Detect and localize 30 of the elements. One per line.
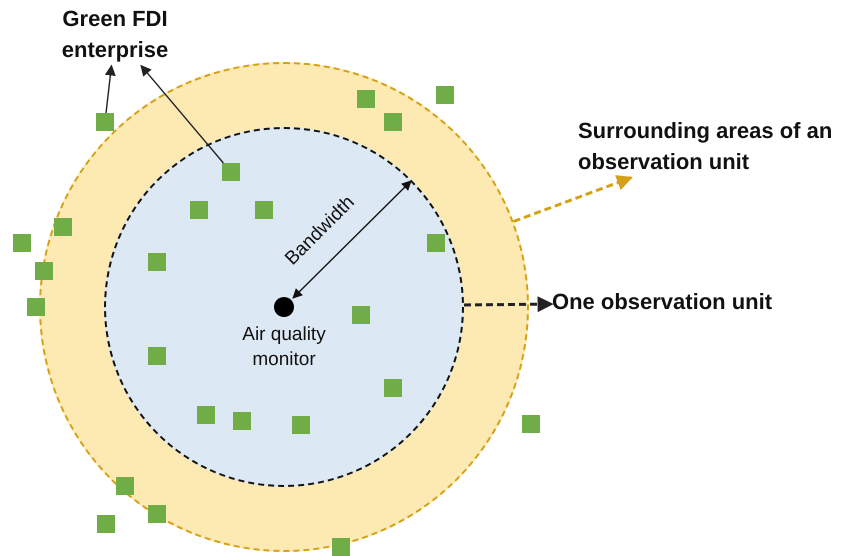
- enterprise-marker: [116, 477, 134, 495]
- monitor-dot: [274, 297, 294, 317]
- enterprise-marker: [357, 90, 375, 108]
- enterprise-marker: [233, 412, 251, 430]
- callout-text: One observation unit: [552, 287, 847, 318]
- enterprise-marker: [148, 347, 166, 365]
- enterprise-marker: [427, 234, 445, 252]
- enterprise-marker: [222, 163, 240, 181]
- enterprise-marker: [384, 379, 402, 397]
- callout-text: Surrounding areas of an observation unit: [578, 116, 850, 178]
- leader-arrow: [140, 64, 224, 164]
- block-arrow: [464, 296, 554, 312]
- leader-arrow: [104, 64, 116, 114]
- enterprise-marker: [197, 406, 215, 424]
- enterprise-marker: [522, 415, 540, 433]
- enterprise-marker: [352, 306, 370, 324]
- enterprise-marker: [292, 416, 310, 434]
- node-caption: Air quality monitor: [241, 323, 327, 372]
- enterprise-marker: [54, 218, 72, 236]
- enterprise-marker: [255, 201, 273, 219]
- enterprise-marker: [190, 201, 208, 219]
- enterprise-marker: [332, 538, 350, 556]
- block-arrow: [513, 175, 633, 223]
- enterprise-marker: [27, 298, 45, 316]
- callout-text: Green FDI enterprise: [50, 4, 180, 66]
- enterprise-marker: [384, 113, 402, 131]
- enterprise-marker: [148, 505, 166, 523]
- enterprise-marker: [35, 262, 53, 280]
- enterprise-marker: [148, 253, 166, 271]
- enterprise-marker: [13, 234, 31, 252]
